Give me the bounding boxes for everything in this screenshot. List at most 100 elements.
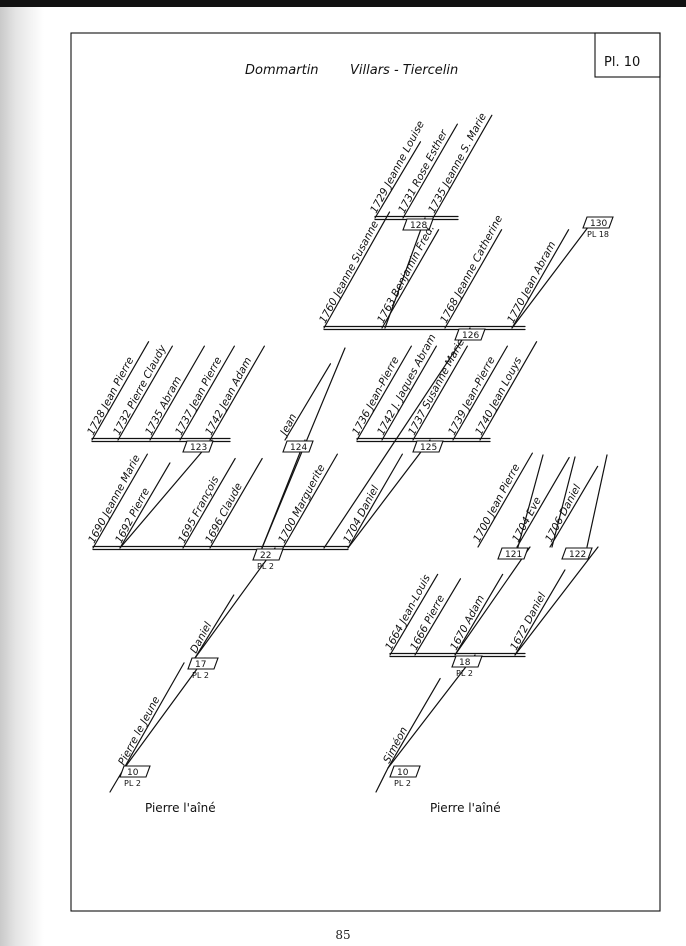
- person-label: 1728 Jean Pierre: [85, 355, 136, 437]
- descent-line: [586, 454, 608, 548]
- family-box-plate: PL 2: [192, 671, 209, 680]
- page-frame: [70, 32, 661, 912]
- family-box: 121: [497, 547, 529, 560]
- family-box-number: 18: [459, 658, 471, 668]
- family-box-number: 123: [190, 443, 207, 453]
- root-tail: [375, 767, 389, 793]
- family-box-number: 128: [410, 221, 427, 231]
- family-box: 126: [454, 328, 486, 341]
- person-line: [479, 341, 538, 441]
- family-box-number: 17: [195, 660, 206, 670]
- person-line: [516, 456, 570, 548]
- root-label-right: Pierre l'aîné: [430, 801, 501, 815]
- person-line: [179, 345, 235, 441]
- person-line: [402, 123, 458, 219]
- person-line: [454, 573, 504, 656]
- person-line: [514, 569, 566, 656]
- descent-line: [517, 454, 544, 548]
- family-box-number: 22: [260, 551, 271, 561]
- family-box-plate: PL 2: [456, 669, 473, 678]
- person-line: [549, 465, 599, 548]
- person-line: [414, 578, 462, 656]
- person-line: [444, 229, 503, 329]
- descent-line: [119, 439, 213, 549]
- family-box: 122: [561, 547, 593, 560]
- descent-line: [347, 439, 431, 549]
- family-box: 124: [282, 440, 314, 453]
- title-right: Villars - Tiercelin: [350, 63, 458, 78]
- person-label: 1670 Adam: [448, 593, 487, 652]
- descent-line: [384, 217, 426, 329]
- person-line: [209, 345, 265, 441]
- person-line: [323, 211, 391, 329]
- person-line: [412, 345, 468, 441]
- family-box-number: 130: [590, 219, 607, 229]
- family-box: 123: [182, 440, 214, 453]
- person-label: 1770 Jean Abram: [505, 240, 558, 326]
- person-line: [92, 453, 148, 549]
- family-box-number: 10: [397, 768, 409, 778]
- person-label: Daniel: [188, 620, 214, 655]
- person-label: 1704 Eve: [510, 495, 544, 544]
- person-line: [347, 453, 403, 549]
- descent-line: [514, 546, 599, 656]
- page-number: 85: [335, 928, 351, 942]
- descent-line: [323, 327, 471, 549]
- descent-line: [122, 657, 206, 771]
- title-left: Dommartin: [245, 63, 319, 78]
- person-line: [387, 677, 441, 769]
- family-box-number: 121: [505, 550, 522, 560]
- person-line: [122, 662, 185, 771]
- person-label: 1763 Benjamin Fred.: [375, 223, 437, 325]
- descent-line: [454, 546, 531, 656]
- family-box-plate: PL 18: [587, 230, 609, 239]
- person-line: [452, 345, 508, 441]
- person-line: [356, 345, 412, 441]
- person-line: [477, 452, 533, 548]
- family-box-plate: PL 2: [394, 779, 411, 788]
- descent-line: [194, 547, 276, 659]
- person-label: 1768 Jeanne Catherine: [438, 213, 505, 325]
- person-line: [389, 573, 439, 656]
- person-label: 1700 Marguerite: [276, 463, 328, 546]
- person-line: [282, 453, 338, 549]
- person-line: [284, 363, 332, 441]
- family-box: 128: [402, 218, 434, 231]
- descent-line: [511, 217, 596, 329]
- person-line: [119, 462, 171, 549]
- person-line: [209, 457, 263, 549]
- plate-label: Pl. 10: [604, 55, 640, 70]
- family-box-plate: PL 2: [257, 562, 274, 571]
- family-box-number: 10: [127, 768, 139, 778]
- person-label: 1735 Jeanne S. Marie: [426, 111, 489, 215]
- family-box-number: 125: [420, 443, 437, 453]
- person-line: [117, 345, 173, 441]
- family-box-number: 122: [569, 550, 586, 560]
- person-line: [194, 594, 235, 659]
- family-box-number: 126: [462, 331, 479, 341]
- family-box: 125: [412, 440, 444, 453]
- person-line: [91, 341, 150, 441]
- person-label: Jean: [277, 412, 299, 439]
- scan-top-edge: [0, 0, 686, 7]
- person-label: 1672 Daniel: [508, 591, 548, 653]
- person-line: [381, 345, 437, 441]
- person-line: [374, 141, 422, 219]
- family-box-number: 124: [290, 443, 307, 453]
- book-gutter-shadow: [0, 7, 44, 946]
- descent-line: [551, 456, 576, 548]
- person-line: [149, 345, 205, 441]
- root-label-left: Pierre l'aîné: [145, 801, 216, 815]
- descent-line: [387, 654, 476, 769]
- family-box-plate: PL 2: [124, 779, 141, 788]
- person-label: 1760 Jeanne Susanne: [317, 219, 381, 325]
- person-line: [432, 114, 493, 219]
- plate-box: [594, 32, 661, 78]
